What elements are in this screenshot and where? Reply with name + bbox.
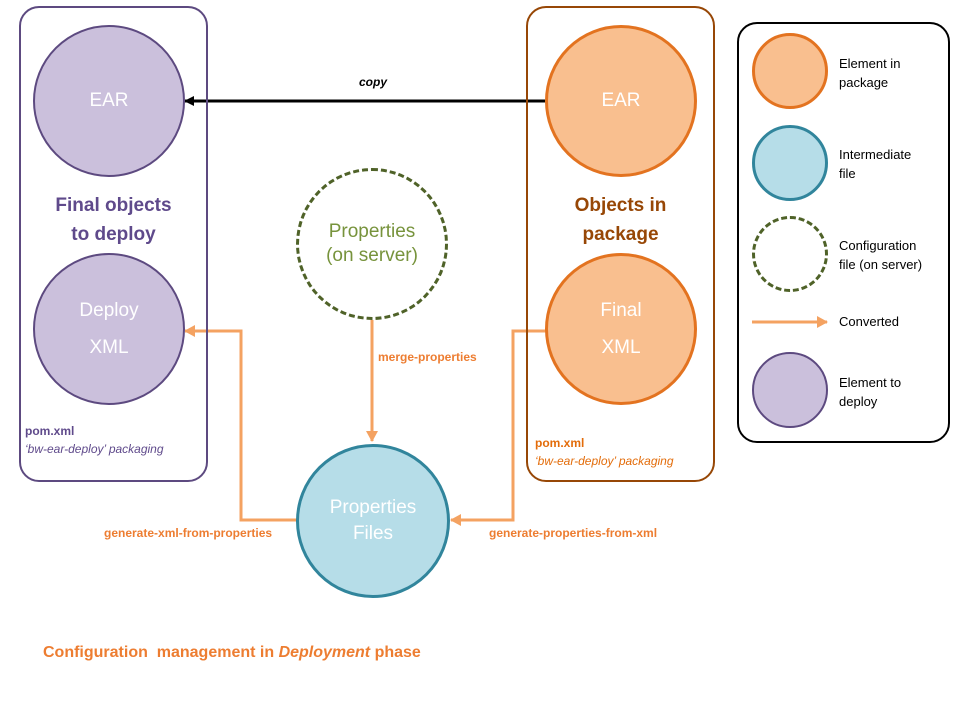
properties-on-server-line1: Properties: [328, 221, 416, 242]
legend-intermediate-file-label: Intermediate file: [839, 145, 911, 183]
left-packaging-label: ‘bw-ear-deploy’ packaging: [25, 442, 164, 456]
left-pom-label: pom.xml: [25, 424, 75, 438]
legend-item-2-line1: Intermediate: [839, 147, 912, 162]
legend-element-to-deploy-icon: [752, 352, 828, 428]
properties-files-line1: Properties: [329, 497, 417, 518]
deploy-xml-circle: Deploy XML: [33, 253, 185, 405]
caption-part3: phase: [370, 644, 421, 661]
merge-properties-label: merge-properties: [378, 350, 477, 364]
final-xml-circle: Final XML: [545, 253, 697, 405]
legend-intermediate-file-icon: [752, 125, 828, 201]
legend-item-5-line2: deploy: [839, 394, 878, 409]
legend-element-to-deploy-label: Element to deploy: [839, 373, 901, 411]
right-packaging-label: ‘bw-ear-deploy’ packaging: [535, 454, 674, 468]
copy-label: copy: [359, 75, 388, 89]
legend-item-1-line1: Element in: [839, 56, 901, 71]
generate-xml-arrow: [184, 325, 298, 522]
right-pom-label: pom.xml: [535, 436, 585, 450]
properties-on-server-circle: Properties (on server): [296, 168, 448, 320]
properties-files-line2: Files: [352, 523, 394, 544]
legend-configuration-file-icon: [752, 216, 828, 292]
legend-configuration-file-label: Configuration file (on server): [839, 236, 922, 274]
right-group-title: Objects in package: [526, 191, 715, 249]
final-xml-line1: Final: [600, 300, 642, 321]
left-ear-circle: EAR: [33, 25, 185, 177]
legend-item-2-line2: file: [839, 166, 856, 181]
generate-properties-label: generate-properties-from-xml: [489, 526, 658, 540]
right-ear-circle: EAR: [545, 25, 697, 177]
generate-xml-label: generate-xml-from-properties: [104, 526, 273, 540]
right-group-title-line2: package: [582, 224, 659, 245]
left-group-title: Final objects to deploy: [19, 191, 208, 249]
legend-element-in-package-icon: [752, 33, 828, 109]
deploy-xml-line2: XML: [89, 337, 129, 358]
legend-item-3-line1: Configuration: [839, 238, 917, 253]
left-group-box: [19, 6, 208, 482]
legend-item-5-line1: Element to: [839, 375, 902, 390]
legend-converted-label: Converted: [839, 314, 899, 329]
left-group-title-line1: Final objects: [55, 195, 172, 216]
right-ear-label: EAR: [601, 90, 641, 111]
generate-properties-arrow: [450, 329, 547, 526]
legend-box: [737, 22, 950, 443]
left-group-title-line2: to deploy: [71, 224, 156, 245]
legend-element-in-package-label: Element in package: [839, 54, 900, 92]
deploy-xml-line1: Deploy: [79, 300, 139, 321]
legend-item-3-line2: file (on server): [839, 257, 923, 272]
caption-part1: Configuration management in: [43, 644, 279, 661]
final-xml-line2: XML: [601, 337, 641, 358]
left-ear-label: EAR: [89, 90, 129, 111]
diagram-caption: Configuration management in Deployment p…: [43, 644, 421, 662]
properties-files-circle: Properties Files: [296, 444, 450, 598]
right-group-box: [526, 6, 715, 482]
caption-part2: Deployment: [278, 644, 371, 661]
right-group-title-line1: Objects in: [574, 195, 667, 216]
legend-item-1-line2: package: [839, 75, 889, 90]
properties-on-server-line2: (on server): [326, 245, 418, 266]
